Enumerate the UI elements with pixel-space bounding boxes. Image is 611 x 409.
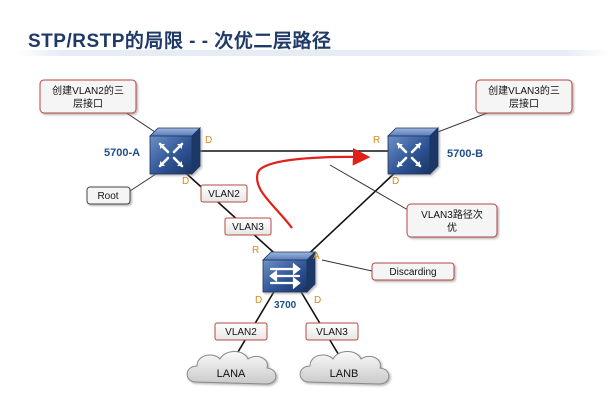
vlan-tag-upper-vlan3: VLAN3 bbox=[224, 217, 272, 236]
vlan-tag-upper-vlan2: VLAN2 bbox=[200, 184, 248, 203]
vlan-tag-upper-vlan2-text: VLAN2 bbox=[208, 189, 240, 200]
callout-pointer-vlan2-l3 bbox=[124, 111, 156, 133]
callout-vlan3-l3-interface bbox=[475, 79, 573, 114]
callout-vlan3-l3-line2: 层接口 bbox=[509, 97, 539, 110]
port-label-a-bottom: D bbox=[182, 176, 189, 187]
callout-vlan3-l3-line1: 创建VLAN3的三 bbox=[488, 84, 560, 97]
port-label-access-top-right: A bbox=[313, 251, 320, 262]
callout-pointer-vlan3-l3 bbox=[429, 111, 491, 136]
device-label-5700-b: 5700-B bbox=[447, 148, 483, 160]
link-b-access bbox=[299, 167, 401, 263]
lan-b-label: LANB bbox=[330, 368, 359, 380]
link-a-access bbox=[177, 165, 283, 261]
callout-pointer-vlan3-path bbox=[329, 164, 409, 211]
callout-vlan2-l3-interface bbox=[39, 79, 137, 114]
callout-discarding bbox=[371, 262, 455, 281]
callout-vlan2-l3-line1: 创建VLAN2的三 bbox=[52, 84, 124, 97]
vlan-tag-lower-vlan3: VLAN3 bbox=[305, 322, 359, 341]
vlan-tag-lower-vlan3-text: VLAN3 bbox=[316, 327, 348, 338]
callout-vlan3-path bbox=[406, 203, 498, 238]
suboptimal-path-arrow bbox=[255, 147, 371, 229]
title-underline bbox=[16, 50, 611, 56]
callout-vlan3-path-line2: 优 bbox=[447, 221, 457, 234]
port-label-b-left: R bbox=[373, 135, 380, 146]
vlan-tag-lower-vlan2: VLAN2 bbox=[214, 322, 268, 341]
callout-vlan3-path-line1: VLAN3路径次 bbox=[421, 208, 483, 221]
callout-root bbox=[86, 186, 131, 205]
lan-a-cloud-icon bbox=[186, 351, 277, 385]
port-label-access-bottom-right: D bbox=[314, 295, 321, 306]
port-label-a-right: D bbox=[205, 135, 212, 146]
port-label-access-bottom-left: D bbox=[255, 295, 262, 306]
callout-vlan2-l3-line2: 层接口 bbox=[73, 97, 103, 110]
port-label-b-bottom: D bbox=[392, 176, 399, 187]
vlan-tag-upper-vlan3-text: VLAN3 bbox=[232, 222, 264, 233]
device-label-3700: 3700 bbox=[274, 300, 297, 311]
device-label-5700-a: 5700-A bbox=[104, 147, 140, 159]
switch-5700-a-icon[interactable] bbox=[149, 127, 201, 175]
switch-3700-icon[interactable] bbox=[262, 251, 316, 293]
port-label-access-top-left: R bbox=[252, 245, 259, 256]
lan-b-cloud-icon bbox=[299, 351, 390, 385]
callout-discarding-text: Discarding bbox=[389, 267, 436, 278]
switch-5700-b-icon[interactable] bbox=[387, 127, 439, 175]
vlan-tag-lower-vlan2-text: VLAN2 bbox=[225, 327, 257, 338]
lan-a-label: LANA bbox=[217, 368, 246, 380]
page-title: STP/RSTP的局限 - - 次优二层路径 bbox=[28, 31, 332, 52]
callout-pointer-discarding bbox=[321, 259, 373, 272]
callout-root-text: Root bbox=[97, 191, 118, 202]
